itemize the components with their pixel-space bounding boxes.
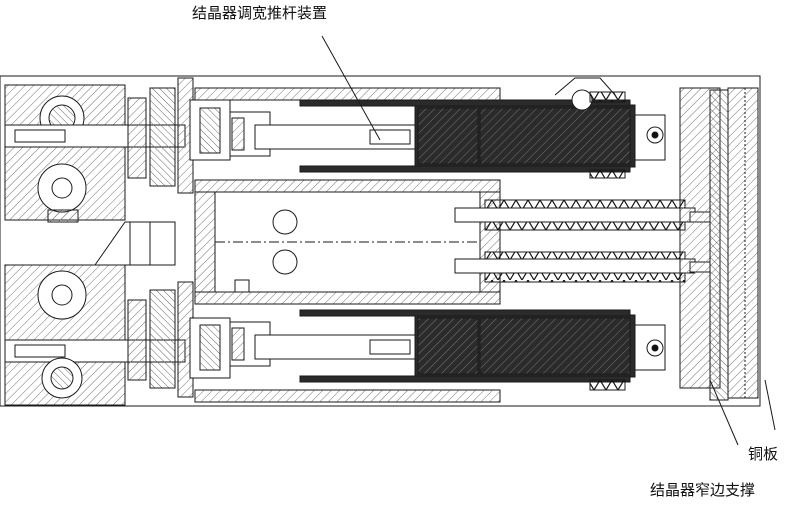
upper-flange-stack bbox=[127, 77, 194, 194]
copper-leader-line bbox=[764, 379, 776, 431]
upper-pusher-rod bbox=[189, 77, 666, 179]
support-leader-line bbox=[709, 379, 739, 446]
label-copper-plate: 铜板 bbox=[748, 445, 779, 463]
label-width-adjust-pusher: 结晶器调宽推杆装置 bbox=[192, 4, 328, 22]
narrow-side-support bbox=[679, 87, 729, 401]
lower-flange-stack bbox=[127, 281, 194, 398]
pusher-leader-line bbox=[321, 35, 381, 141]
lower-pusher-rod bbox=[189, 309, 666, 391]
copper-plate-section bbox=[727, 87, 759, 400]
label-narrow-side-support: 结晶器窄边支撑 bbox=[650, 481, 756, 499]
central-housing bbox=[194, 87, 501, 403]
